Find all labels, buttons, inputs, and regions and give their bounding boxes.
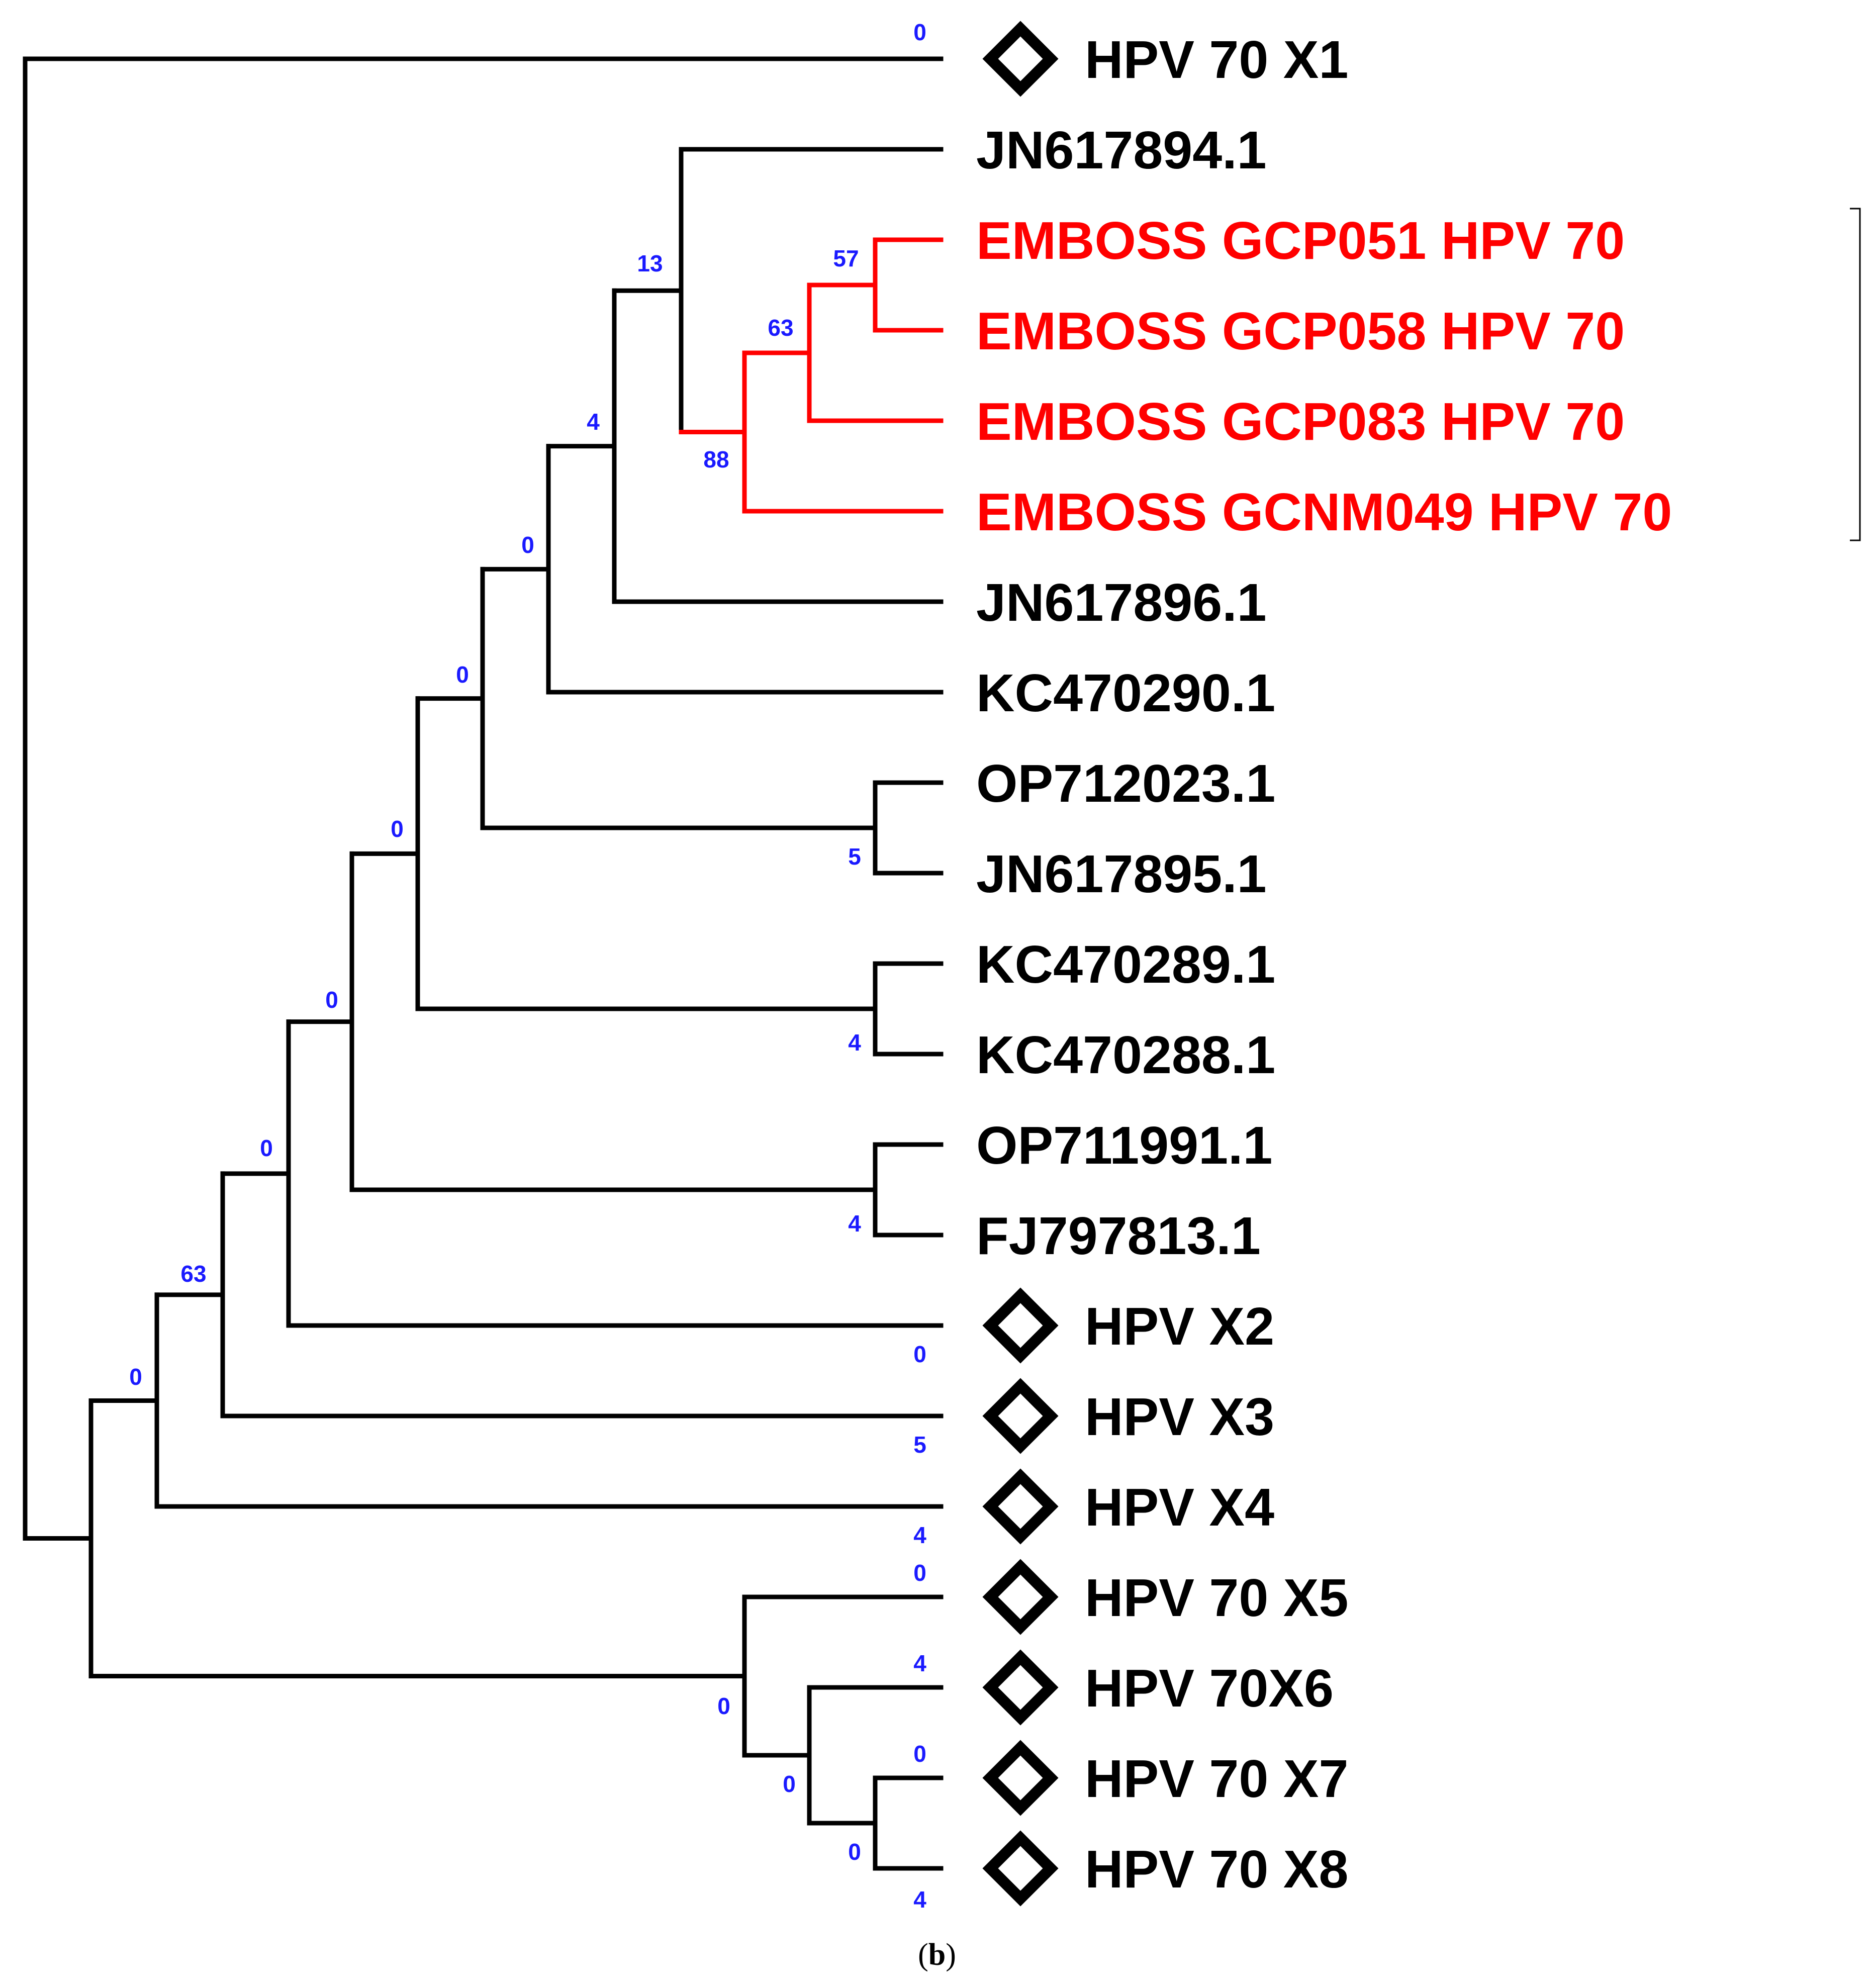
bootstrap-value: 4 — [848, 1210, 861, 1237]
bootstrap-value: 0 — [717, 1693, 730, 1719]
bootstrap-value: 0 — [913, 1741, 926, 1767]
taxon-label: EMBOSS GCNM049 HPV 70 — [976, 483, 1672, 542]
caption-open-paren: ( — [918, 1938, 928, 1972]
bootstrap-value: 0 — [129, 1364, 142, 1390]
bootstrap-value: 4 — [913, 1886, 926, 1913]
clade-bracket — [1850, 208, 1861, 541]
caption-letter: b — [928, 1938, 946, 1972]
diamond-icon — [982, 1649, 1059, 1726]
taxon-label: HPV 70X6 — [1085, 1659, 1334, 1718]
taxon-label: KC470289.1 — [976, 935, 1275, 994]
taxon-label: HPV X4 — [1085, 1478, 1274, 1537]
diamond-icon — [982, 1740, 1059, 1816]
bootstrap-values: 0 13 57 63 88 4 0 0 0 5 0 4 0 4 63 0 0 5 4 0 0 4 0 0 0 4 — [129, 19, 926, 1913]
bootstrap-value: 0 — [456, 661, 469, 688]
taxon-label: JN617896.1 — [976, 573, 1267, 632]
bootstrap-value: 0 — [391, 816, 404, 842]
taxon-label: HPV 70 X7 — [1085, 1749, 1348, 1809]
bootstrap-value: 4 — [913, 1650, 926, 1676]
bootstrap-value: 5 — [848, 843, 861, 870]
taxon-label: HPV X3 — [1085, 1387, 1274, 1447]
taxon-label: EMBOSS GCP058 HPV 70 — [976, 302, 1625, 361]
bootstrap-value: 0 — [913, 1560, 926, 1586]
taxon-label: HPV 70 X5 — [1085, 1568, 1348, 1628]
taxon-label: OP711991.1 — [976, 1116, 1272, 1175]
taxon-label: KC470288.1 — [976, 1025, 1275, 1085]
diamond-icon — [982, 1378, 1059, 1454]
diamond-icon — [982, 1468, 1059, 1545]
diamond-icon — [982, 1287, 1059, 1364]
bootstrap-value: 0 — [848, 1839, 861, 1865]
diamond-icon — [982, 1830, 1059, 1907]
bootstrap-value: 4 — [848, 1029, 861, 1056]
taxon-label: OP712023.1 — [976, 754, 1275, 813]
bootstrap-value: 88 — [703, 446, 729, 472]
bootstrap-value: 5 — [913, 1432, 926, 1458]
tree-branches — [23, 56, 944, 1871]
diamond-icon — [982, 1559, 1059, 1635]
bootstrap-value: 0 — [913, 1341, 926, 1367]
bootstrap-value: 4 — [913, 1522, 926, 1548]
taxon-label: JN617895.1 — [976, 844, 1267, 904]
bootstrap-value: 0 — [783, 1771, 796, 1797]
taxon-label: EMBOSS GCP051 HPV 70 — [976, 211, 1625, 270]
taxon-label: HPV 70 X1 — [1085, 30, 1348, 89]
taxon-label: HPV 70 X8 — [1085, 1840, 1348, 1899]
taxon-label: EMBOSS GCP083 HPV 70 — [976, 392, 1625, 451]
bootstrap-value: 63 — [768, 315, 793, 341]
bootstrap-value: 0 — [913, 19, 926, 45]
taxon-label: KC470290.1 — [976, 664, 1275, 723]
taxon-label: HPV X2 — [1085, 1297, 1274, 1356]
bootstrap-value: 4 — [587, 409, 600, 435]
bootstrap-value: 0 — [260, 1135, 273, 1161]
diamond-icon — [982, 21, 1059, 97]
bootstrap-value: 0 — [521, 532, 534, 558]
bootstrap-value: 57 — [833, 245, 859, 271]
taxon-label: JN617894.1 — [976, 121, 1267, 180]
taxon-label: FJ797813.1 — [976, 1206, 1261, 1266]
bootstrap-value: 13 — [637, 250, 663, 276]
bootstrap-value: 63 — [180, 1261, 206, 1287]
caption-close-paren: ) — [946, 1938, 956, 1972]
bootstrap-value: 0 — [325, 987, 338, 1013]
figure-caption: (b) — [0, 1939, 1874, 1970]
